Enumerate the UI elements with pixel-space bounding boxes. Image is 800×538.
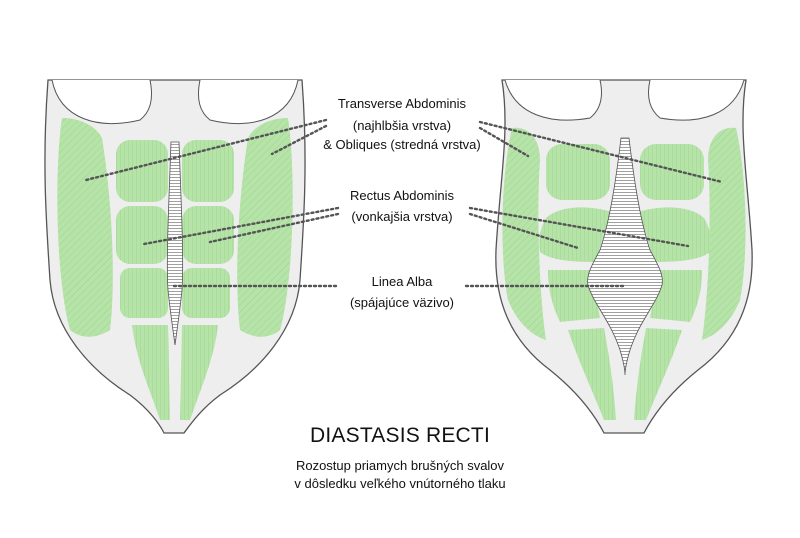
leader-lines <box>84 118 724 288</box>
oblique-left-outer <box>57 118 113 337</box>
label-linea-line2: (spájajúce väzivo) <box>349 295 455 310</box>
leader-transverse-l2 <box>270 124 328 156</box>
leader-rectus-l1 <box>142 206 340 246</box>
rectus-l4 <box>132 325 170 420</box>
rectus-dl1 <box>546 144 610 200</box>
label-transverse-line2: (najhlbšia vrstva) <box>352 118 452 133</box>
linea-alba-normal <box>166 141 184 346</box>
rectus-l3 <box>120 268 168 318</box>
torso-diastasis <box>495 79 753 434</box>
label-transverse: Transverse Abdominis (najhlbšia vrstva) … <box>272 94 532 154</box>
linea-alba-wide <box>587 137 663 376</box>
label-linea-alba: Linea Alba (spájajúce väzivo) <box>272 272 532 312</box>
breast-right-b <box>647 79 745 121</box>
breast-left-a <box>51 79 153 125</box>
leader-transverse-r2 <box>478 126 530 158</box>
oblique-right-outer <box>237 118 293 337</box>
rectus-l1 <box>116 140 168 202</box>
rectus-dl4 <box>568 328 616 420</box>
rectus-r2 <box>182 206 234 264</box>
rectus-dr1 <box>640 144 704 200</box>
rectus-dr4 <box>634 328 682 420</box>
breast-right-a <box>504 79 603 121</box>
label-rectus: Rectus Abdominis (vonkajšia vrstva) <box>272 186 532 226</box>
rectus-r1 <box>182 140 234 202</box>
diagram-subtitle: Rozostup priamych brušných svalov v dôsl… <box>250 457 550 493</box>
rectus-dr2 <box>638 207 711 262</box>
rectus-dr3 <box>650 270 702 322</box>
diagram-title: DIASTASIS RECTI <box>310 424 490 447</box>
torso-normal <box>44 79 306 434</box>
rectus-dl2 <box>539 207 612 262</box>
rectus-dl3 <box>548 270 600 322</box>
leader-transverse-r1 <box>478 120 724 184</box>
subtitle-line2: v dôsledku veľkého vnútorného tlaku <box>294 476 506 491</box>
label-linea-line1: Linea Alba <box>371 274 433 289</box>
subtitle-line1: Rozostup priamych brušných svalov <box>295 458 505 473</box>
leader-rectus-l2 <box>208 212 340 244</box>
leader-rectus-r2 <box>468 212 580 250</box>
breast-left-b <box>197 79 299 125</box>
label-transverse-line3: & Obliques (stredná vrstva) <box>323 137 481 152</box>
rectus-l2 <box>116 206 168 264</box>
label-rectus-line1: Rectus Abdominis <box>349 188 455 203</box>
label-transverse-line1: Transverse Abdominis <box>337 96 467 111</box>
rectus-r3 <box>182 268 230 318</box>
leader-rectus-r1 <box>468 206 690 248</box>
rectus-r4 <box>180 325 218 420</box>
label-rectus-line2: (vonkajšia vrstva) <box>351 209 453 224</box>
leader-transverse-l1 <box>84 118 328 182</box>
